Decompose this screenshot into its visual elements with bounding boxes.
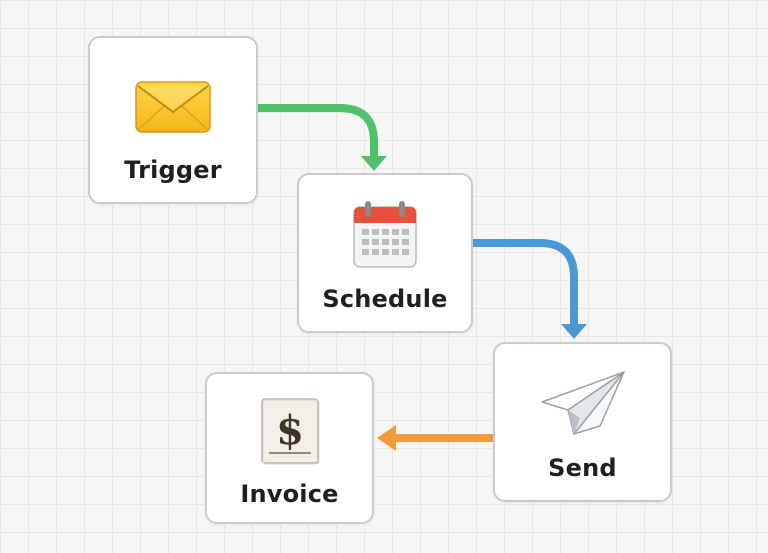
svg-text:$: $ (276, 407, 304, 454)
node-label-invoice: Invoice (240, 480, 339, 508)
arrowhead-trigger-to-schedule-icon (361, 156, 387, 171)
node-trigger[interactable]: Trigger (88, 36, 258, 204)
node-schedule[interactable]: Schedule (297, 173, 473, 333)
node-send[interactable]: Send (493, 342, 672, 502)
connector-schedule-to-send[interactable] (473, 239, 578, 327)
connector-trigger-to-schedule[interactable] (258, 104, 378, 160)
dollar-document-icon: $ (260, 398, 319, 465)
node-invoice[interactable]: $ Invoice (205, 372, 374, 524)
node-label-schedule: Schedule (322, 285, 448, 313)
node-label-trigger: Trigger (124, 156, 222, 184)
arrowhead-send-to-invoice-icon (377, 425, 396, 451)
calendar-icon (353, 201, 417, 268)
arrowhead-schedule-to-send-icon (561, 324, 587, 339)
paper-plane-icon (540, 371, 625, 435)
node-label-send: Send (548, 454, 617, 482)
envelope-icon (135, 81, 211, 133)
